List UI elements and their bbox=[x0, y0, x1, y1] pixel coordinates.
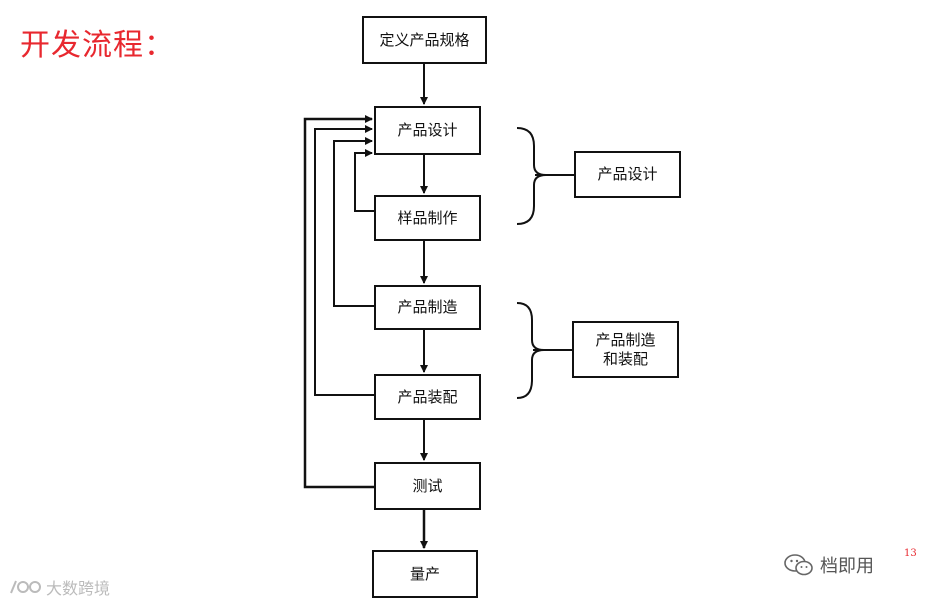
node-product-assembly: 产品装配 bbox=[374, 374, 481, 420]
group-label-mfg-line2: 和装配 bbox=[602, 349, 648, 368]
slide-title: 开发流程： bbox=[20, 28, 175, 63]
brand-logo-icon bbox=[10, 580, 41, 594]
node-test: 测试 bbox=[374, 462, 481, 510]
group-label-mfg-line1: 产品制造 bbox=[595, 330, 656, 349]
page-number: 13 bbox=[904, 548, 917, 559]
node-define-spec: 定义产品规格 bbox=[362, 16, 487, 64]
watermark-right: 档即用 bbox=[784, 552, 874, 578]
node-mass-production-label: 量产 bbox=[409, 564, 440, 583]
wechat-icon bbox=[784, 554, 813, 576]
node-mass-production: 量产 bbox=[372, 550, 478, 598]
group-label-design-text: 产品设计 bbox=[597, 165, 658, 184]
node-sample-making-label: 样品制作 bbox=[397, 208, 458, 227]
node-product-design: 产品设计 bbox=[374, 106, 481, 155]
watermark-right-text: 档即用 bbox=[820, 556, 874, 577]
feedback-sample-to-design bbox=[354, 149, 374, 212]
node-product-manufacture: 产品制造 bbox=[374, 285, 481, 330]
node-sample-making: 样品制作 bbox=[374, 195, 481, 241]
feedback-manufacture-to-design bbox=[333, 137, 374, 307]
group-label-design: 产品设计 bbox=[574, 151, 681, 198]
feedback-test-to-design bbox=[303, 115, 374, 489]
group-label-manufacture-assembly: 产品制造 和装配 bbox=[572, 321, 679, 378]
watermark-left: 大数跨境 bbox=[8, 575, 110, 599]
node-product-assembly-label: 产品装配 bbox=[397, 387, 458, 406]
node-test-label: 测试 bbox=[412, 476, 443, 495]
node-define-spec-label: 定义产品规格 bbox=[379, 30, 470, 49]
watermark-left-text: 大数跨境 bbox=[46, 579, 111, 598]
node-product-manufacture-label: 产品制造 bbox=[397, 298, 458, 317]
feedback-assembly-to-design bbox=[314, 125, 374, 396]
node-product-design-label: 产品设计 bbox=[397, 121, 458, 140]
